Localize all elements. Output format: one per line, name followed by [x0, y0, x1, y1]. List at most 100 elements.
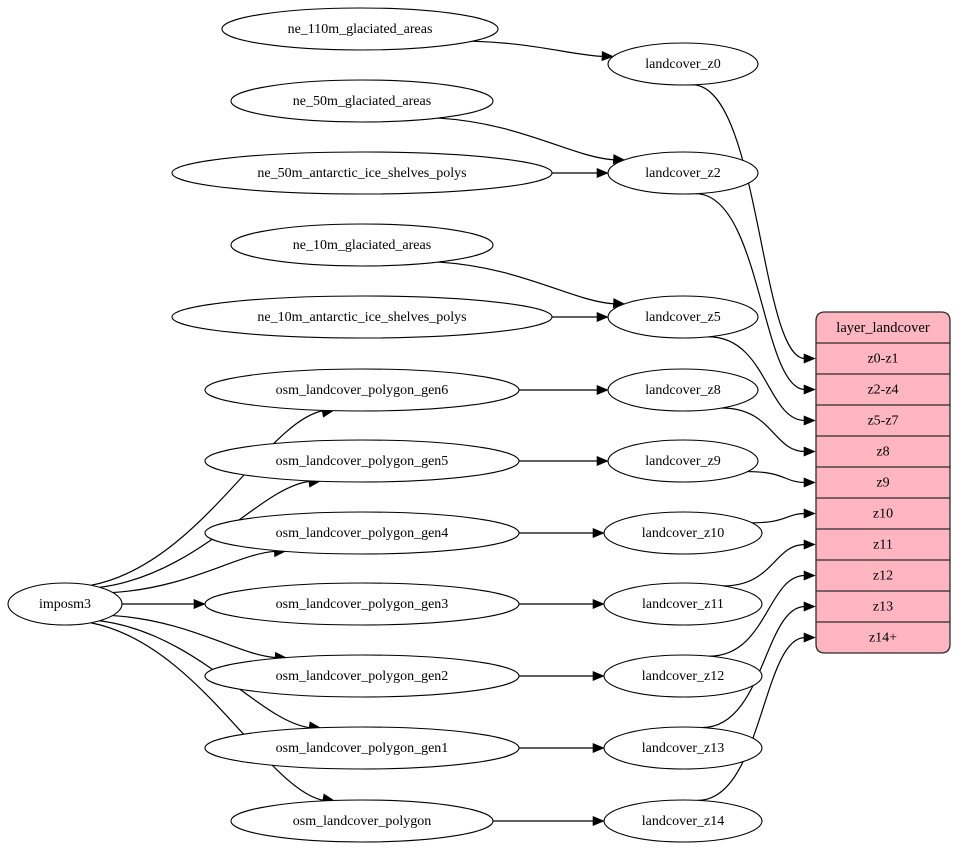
arrowhead-landcover_z14 — [592, 815, 605, 827]
record-row-z12[interactable]: z12 — [873, 569, 893, 584]
arrowhead-landcover_z8 — [596, 384, 609, 396]
node-label-landcover_z8: landcover_z8 — [645, 383, 720, 398]
edge-ne_110m_glaciated_areas-to-landcover_z0 — [472, 40, 604, 58]
node-imposm3[interactable]: imposm3 — [7, 582, 123, 626]
node-shape-landcover_z11 — [603, 582, 763, 626]
node-shape-ne_10m_glaciated_areas — [230, 223, 494, 267]
node-shape-osm_landcover_polygon_gen2 — [204, 654, 520, 698]
node-ne_50m_glaciated_areas[interactable]: ne_50m_glaciated_areas — [230, 79, 494, 123]
arrowhead-to-z5-z7 — [803, 415, 816, 426]
edge-landcover_z9-to-layer_landcover-z9 — [747, 470, 806, 484]
nodes-layer: ne_110m_glaciated_areas ne_50m_glaciated_… — [7, 7, 763, 843]
node-ne_10m_glaciated_areas[interactable]: ne_10m_glaciated_areas — [230, 223, 494, 267]
node-osm_landcover_polygon_gen1[interactable]: osm_landcover_polygon_gen1 — [204, 726, 520, 770]
arrowhead-landcover_z2 — [596, 167, 609, 179]
node-shape-landcover_z13 — [603, 726, 763, 770]
node-label-landcover_z12: landcover_z12 — [642, 669, 724, 684]
node-label-landcover_z2: landcover_z2 — [645, 166, 720, 181]
node-label-osm_landcover_polygon_gen1: osm_landcover_polygon_gen1 — [276, 741, 449, 756]
edge-landcover_z2-to-layer_landcover-z2-z4 — [695, 193, 806, 391]
arrowhead-to-z2-z4 — [803, 384, 816, 395]
node-osm_landcover_polygon[interactable]: osm_landcover_polygon — [230, 799, 494, 843]
record-row-z14+[interactable]: z14+ — [869, 631, 897, 646]
node-landcover_z11[interactable]: landcover_z11 — [603, 582, 763, 626]
node-landcover_z9[interactable]: landcover_z9 — [607, 439, 759, 483]
edge-landcover_z5-to-layer_landcover-z5-z7 — [708, 336, 806, 422]
node-label-ne_10m_glaciated_areas: ne_10m_glaciated_areas — [293, 238, 431, 253]
node-label-landcover_z13: landcover_z13 — [642, 741, 724, 756]
node-ne_10m_antarctic_ice_shelves_polys[interactable]: ne_10m_antarctic_ice_shelves_polys — [171, 295, 553, 339]
arrowhead-landcover_z9 — [596, 455, 609, 467]
node-osm_landcover_polygon_gen4[interactable]: osm_landcover_polygon_gen4 — [204, 511, 520, 555]
node-label-ne_10m_antarctic_ice_shelves_polys: ne_10m_antarctic_ice_shelves_polys — [257, 310, 466, 325]
arrowhead-to-z8 — [803, 446, 816, 457]
edge-ne_50m_glaciated_areas-to-landcover_z2 — [438, 117, 615, 161]
node-shape-osm_landcover_polygon_gen1 — [204, 726, 520, 770]
arrowhead-to-z9 — [803, 477, 816, 488]
node-osm_landcover_polygon_gen3[interactable]: osm_landcover_polygon_gen3 — [204, 582, 520, 626]
node-landcover_z10[interactable]: landcover_z10 — [603, 511, 763, 555]
node-shape-ne_50m_antarctic_ice_shelves_polys — [171, 151, 553, 195]
node-landcover_z8[interactable]: landcover_z8 — [607, 368, 759, 412]
arrowhead-to-z13 — [803, 601, 816, 612]
arrowhead-landcover_z13 — [592, 742, 605, 754]
node-shape-landcover_z8 — [607, 368, 759, 412]
node-label-osm_landcover_polygon_gen4: osm_landcover_polygon_gen4 — [276, 526, 449, 541]
edge-landcover_z11-to-layer_landcover-z11 — [723, 543, 806, 587]
record-row-z9[interactable]: z9 — [876, 476, 889, 491]
arrowhead-to-z12 — [803, 570, 816, 581]
edge-landcover_z12-to-layer_landcover-z12 — [709, 574, 806, 657]
arrowhead-landcover_z12 — [592, 670, 605, 682]
record-row-z8[interactable]: z8 — [876, 445, 889, 460]
edge-landcover_z8-to-layer_landcover-z8 — [721, 407, 806, 453]
node-label-osm_landcover_polygon_gen6: osm_landcover_polygon_gen6 — [276, 383, 449, 398]
node-label-landcover_z10: landcover_z10 — [642, 526, 724, 541]
node-label-osm_landcover_polygon_gen2: osm_landcover_polygon_gen2 — [276, 669, 449, 684]
node-landcover_z12[interactable]: landcover_z12 — [603, 654, 763, 698]
node-shape-ne_110m_glaciated_areas — [221, 7, 499, 51]
node-ne_110m_glaciated_areas[interactable]: ne_110m_glaciated_areas — [221, 7, 499, 51]
edge-imposm3-to-osm_landcover_polygon_gen4 — [112, 550, 276, 594]
node-osm_landcover_polygon_gen5[interactable]: osm_landcover_polygon_gen5 — [204, 439, 520, 483]
node-shape-imposm3 — [7, 582, 123, 626]
node-shape-landcover_z2 — [607, 151, 759, 195]
node-label-landcover_z0: landcover_z0 — [645, 57, 720, 72]
edge-landcover_z14-to-layer_landcover-z14- — [697, 636, 806, 801]
record-row-z2-z4[interactable]: z2-z4 — [867, 383, 898, 398]
record-row-z11[interactable]: z11 — [873, 538, 893, 553]
edge-imposm3-to-osm_landcover_polygon — [90, 622, 325, 802]
node-shape-landcover_z14 — [603, 799, 763, 843]
arrowhead-landcover_z11 — [592, 598, 605, 610]
edge-ne_10m_glaciated_areas-to-landcover_z5 — [438, 261, 615, 305]
node-osm_landcover_polygon_gen2[interactable]: osm_landcover_polygon_gen2 — [204, 654, 520, 698]
node-label-landcover_z9: landcover_z9 — [645, 454, 720, 469]
record-row-z13[interactable]: z13 — [873, 600, 893, 615]
arrowhead-to-z14+ — [803, 632, 816, 643]
node-shape-landcover_z10 — [603, 511, 763, 555]
node-shape-landcover_z12 — [603, 654, 763, 698]
node-landcover_z13[interactable]: landcover_z13 — [603, 726, 763, 770]
node-label-osm_landcover_polygon: osm_landcover_polygon — [293, 814, 431, 829]
edge-landcover_z0-to-layer_landcover-z0-z1 — [692, 84, 806, 360]
edge-landcover_z13-to-layer_landcover-z13 — [702, 605, 806, 729]
node-shape-osm_landcover_polygon_gen6 — [204, 368, 520, 412]
arrowhead-to-z10 — [803, 508, 816, 519]
record-row-z5-z7[interactable]: z5-z7 — [867, 414, 898, 429]
record-node-layer-landcover — [815, 311, 951, 654]
arrowhead-osm_landcover_polygon_gen3 — [193, 598, 206, 610]
node-label-osm_landcover_polygon_gen3: osm_landcover_polygon_gen3 — [276, 597, 449, 612]
record-row-z10[interactable]: z10 — [873, 507, 893, 522]
record-row-z0-z1[interactable]: z0-z1 — [867, 352, 898, 367]
node-ne_50m_antarctic_ice_shelves_polys[interactable]: ne_50m_antarctic_ice_shelves_polys — [171, 151, 553, 195]
node-label-landcover_z14: landcover_z14 — [642, 814, 724, 829]
node-landcover_z0[interactable]: landcover_z0 — [607, 42, 759, 86]
node-landcover_z5[interactable]: landcover_z5 — [607, 295, 759, 339]
node-osm_landcover_polygon_gen6[interactable]: osm_landcover_polygon_gen6 — [204, 368, 520, 412]
node-landcover_z2[interactable]: landcover_z2 — [607, 151, 759, 195]
arrowhead-to-z11 — [803, 539, 816, 550]
node-label-ne_50m_glaciated_areas: ne_50m_glaciated_areas — [293, 94, 431, 109]
node-landcover_z14[interactable]: landcover_z14 — [603, 799, 763, 843]
arrowhead-landcover_z10 — [592, 527, 605, 539]
node-shape-landcover_z5 — [607, 295, 759, 339]
